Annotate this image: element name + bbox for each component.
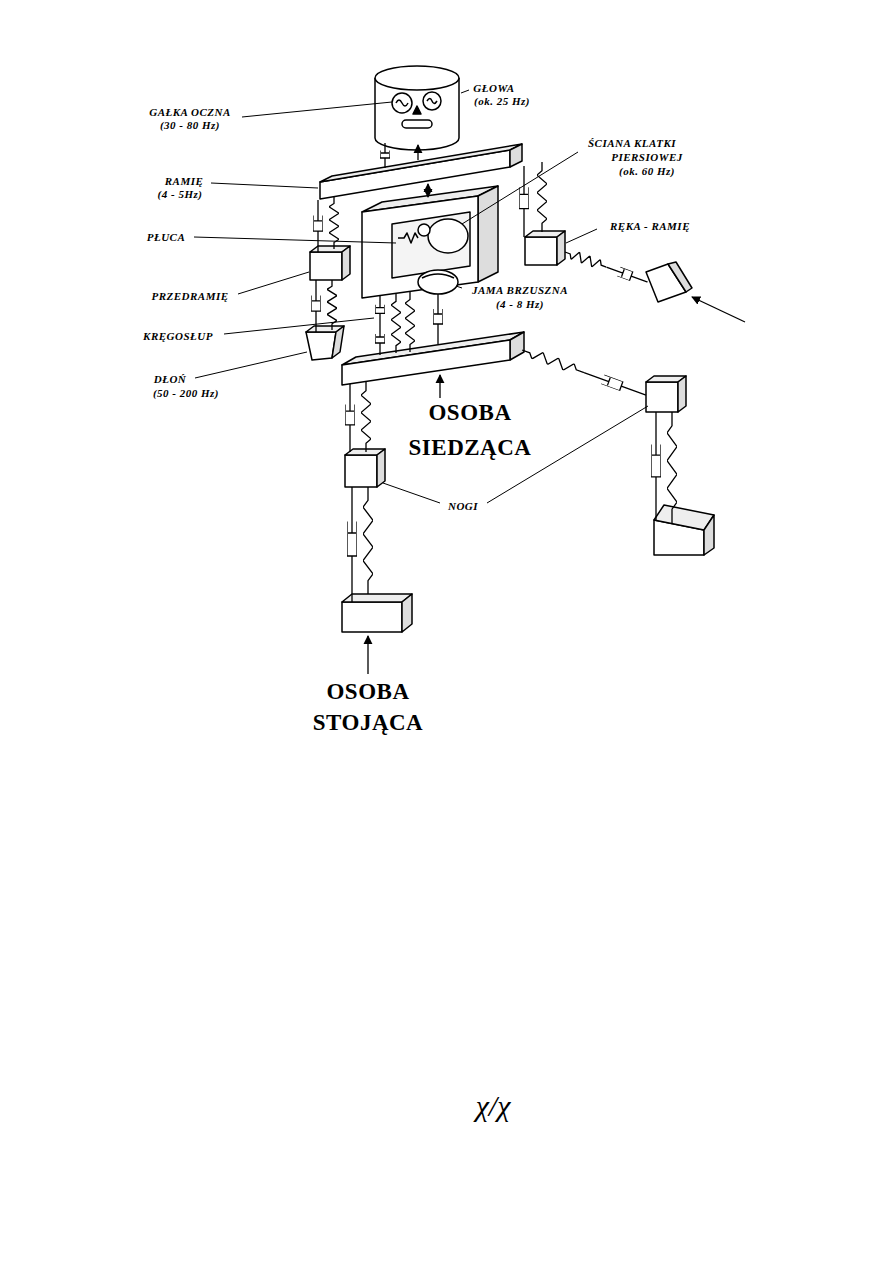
part-label: DŁOŃ <box>154 373 187 385</box>
part-label: RĘKA - RAMIĘ <box>610 220 690 232</box>
damper-symbol <box>313 200 323 252</box>
lung-detail <box>418 224 430 236</box>
damper-symbol <box>375 325 385 355</box>
frequency-label: (30 - 80 Hz) <box>160 119 220 131</box>
damper-symbol <box>345 384 355 452</box>
foot-block-top <box>654 505 714 530</box>
foot-block-side <box>402 594 412 632</box>
abdomen <box>418 270 458 294</box>
leader-line <box>224 318 374 334</box>
spring-symbol <box>520 345 585 377</box>
knee-block <box>646 382 678 412</box>
excitation-arrow <box>439 375 440 398</box>
springs-dampers <box>311 143 677 602</box>
eye-detail <box>427 99 437 104</box>
nose <box>413 106 421 114</box>
hand-block-side <box>332 326 344 358</box>
spring-symbol <box>563 247 608 271</box>
spring-symbol <box>363 487 373 594</box>
elbow-block <box>525 237 557 265</box>
frequency-label: (4 - 5Hz) <box>158 188 203 200</box>
damper-symbol <box>375 296 385 325</box>
damper-symbol <box>347 487 357 602</box>
frequency-label: (50 - 200 Hz) <box>153 387 219 399</box>
leader-line <box>195 352 307 378</box>
spring-symbol <box>391 294 401 353</box>
damper-symbol <box>605 262 650 286</box>
damper-symbol <box>519 166 529 237</box>
part-label: RAMIĘ <box>165 175 204 187</box>
forearm-link <box>563 247 649 286</box>
leader-line <box>194 237 396 243</box>
hand-block <box>306 332 336 360</box>
foot-block-side <box>704 515 714 555</box>
hand-block-side <box>668 262 692 292</box>
leader-line <box>242 102 392 117</box>
page-mark: χ/χ <box>476 1089 511 1122</box>
knee-block-side <box>377 449 385 487</box>
spring-symbol <box>405 292 415 352</box>
excitation-arrow <box>692 297 745 322</box>
excitation-arrow <box>367 636 368 674</box>
position-label: OSOBA <box>326 679 409 704</box>
thigh-link <box>520 345 647 400</box>
mouth <box>402 120 432 128</box>
damper-symbol <box>380 143 390 168</box>
eye-detail <box>396 100 408 106</box>
frequency-label: (ok. 25 Hz) <box>474 95 530 107</box>
force-arrow <box>427 184 428 197</box>
shoulder-beam-top <box>320 144 522 182</box>
part-label: PIERSIOWEJ <box>611 151 683 163</box>
eyeball <box>392 93 412 113</box>
chest-frame <box>362 196 478 298</box>
chest-side <box>478 186 498 282</box>
part-label: ŚCIANA KLATKI <box>588 137 676 149</box>
spring-symbol <box>361 382 371 452</box>
lung <box>428 219 468 253</box>
pelvis-end <box>510 332 524 360</box>
spring-symbol <box>667 412 677 523</box>
leader-line <box>238 272 309 294</box>
forearm-block <box>310 252 342 280</box>
knee-block <box>345 455 377 487</box>
leader-lines <box>194 90 648 503</box>
position-label: STOJĄCA <box>313 710 423 735</box>
part-label: GAŁKA OCZNA <box>149 106 231 118</box>
foot-block <box>342 602 402 632</box>
leader-line <box>461 90 469 93</box>
part-label: GŁOWA <box>473 82 514 94</box>
body-parts <box>306 66 714 632</box>
elbow-block-side <box>557 231 565 265</box>
lung-spring <box>398 233 418 243</box>
frequency-label: (4 - 8 Hz) <box>496 298 544 310</box>
force-arrow <box>417 145 418 160</box>
position-label: OSOBA <box>428 400 511 425</box>
part-label: JAMA BRZUSZNA <box>472 284 568 296</box>
abdomen-detail <box>422 274 454 278</box>
damper-symbol <box>433 294 443 344</box>
part-label: KRĘGOSŁUP <box>143 330 213 342</box>
leader-line <box>462 152 578 224</box>
head-top <box>375 66 459 90</box>
chest-opening <box>392 212 470 278</box>
pelvis-beam <box>342 340 510 385</box>
part-label: PRZEDRAMIĘ <box>151 290 228 302</box>
position-label: SIEDZĄCA <box>409 435 532 460</box>
leader-line <box>211 183 318 188</box>
knee-block-side <box>678 376 686 412</box>
shoulder-beam-end <box>510 144 522 167</box>
leader-line <box>383 483 440 503</box>
part-label: PŁUCA <box>147 231 186 243</box>
leader-line <box>566 229 597 243</box>
eyeball <box>423 92 441 110</box>
leader-line <box>456 286 462 288</box>
damper-symbol <box>651 412 661 520</box>
damper-symbol <box>582 368 647 400</box>
part-label: NOGI <box>448 500 478 512</box>
frequency-label: (ok. 60 Hz) <box>619 165 675 177</box>
forearm-block-side <box>342 246 350 280</box>
arrows <box>368 145 745 674</box>
